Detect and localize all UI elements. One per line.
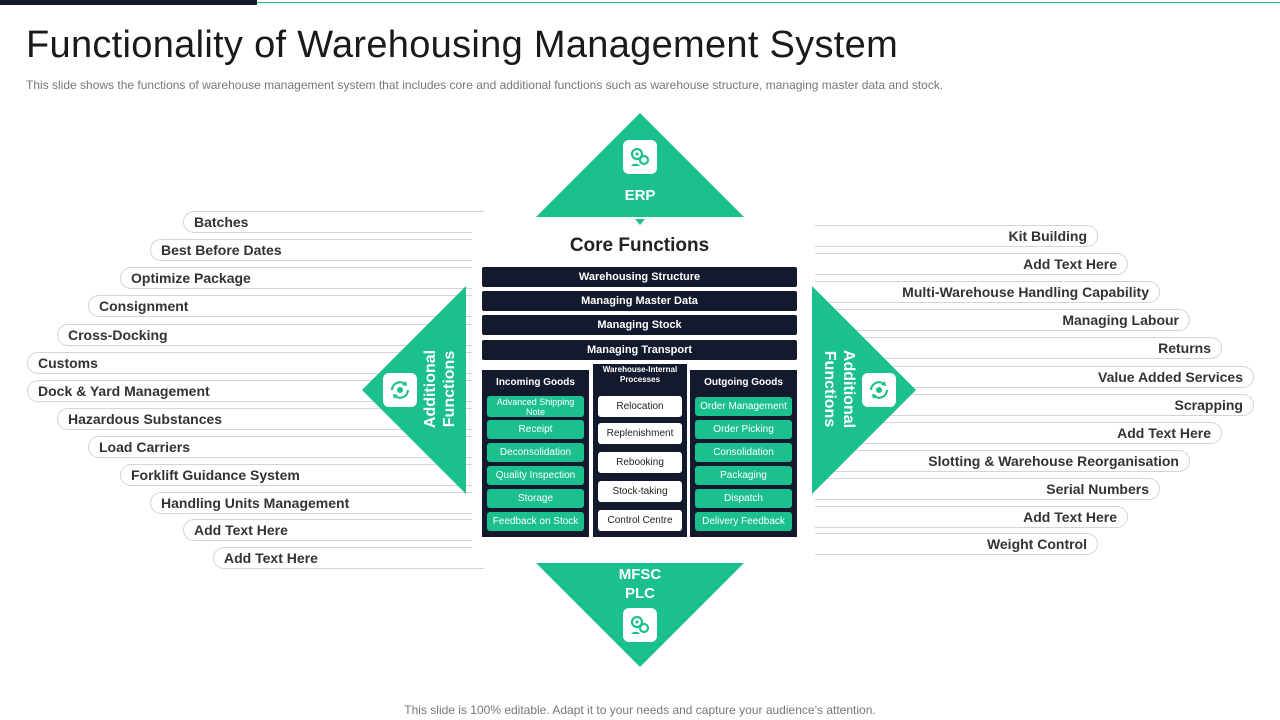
right-label-line2: Functions bbox=[821, 350, 838, 428]
outgoing-item: Order Picking bbox=[695, 420, 792, 439]
page-subtitle: This slide shows the functions of wareho… bbox=[26, 78, 944, 92]
right-item: Weight Control bbox=[815, 533, 1098, 555]
internal-processes-title: Warehouse-Internal Processes bbox=[602, 365, 678, 384]
internal-item: Rebooking bbox=[598, 452, 682, 473]
core-bar: Warehousing Structure bbox=[482, 267, 797, 287]
left-label-line2: Functions bbox=[441, 350, 458, 428]
incoming-item: Quality Inspection bbox=[487, 466, 584, 485]
mfsc-icon-box bbox=[623, 608, 657, 642]
right-label-line1: Additional bbox=[840, 349, 857, 429]
right-additional-label: Additional Functions bbox=[820, 314, 858, 464]
outgoing-item: Packaging bbox=[695, 466, 792, 485]
outgoing-item: Dispatch bbox=[695, 489, 792, 508]
core-bar: Managing Transport bbox=[482, 340, 797, 360]
right-item: Scrapping bbox=[815, 394, 1254, 416]
right-item: Add Text Here bbox=[815, 253, 1128, 275]
left-item: Optimize Package bbox=[120, 267, 484, 289]
outgoing-item: Order Management bbox=[695, 397, 792, 416]
left-item: Best Before Dates bbox=[150, 239, 484, 261]
incoming-item: Deconsolidation bbox=[487, 443, 584, 462]
internal-processes-column: Warehouse-Internal Processes Relocation … bbox=[593, 364, 687, 537]
page-title: Functionality of Warehousing Management … bbox=[26, 24, 899, 66]
outgoing-item: Delivery Feedback bbox=[695, 512, 792, 531]
left-item: Add Text Here bbox=[213, 547, 484, 569]
internal-item: Replenishment bbox=[598, 423, 682, 444]
mfsc-label: MFSC PLC bbox=[590, 565, 690, 603]
top-accent-line bbox=[257, 2, 1280, 3]
right-item: Add Text Here bbox=[815, 422, 1222, 444]
incoming-goods-title: Incoming Goods bbox=[496, 377, 575, 388]
right-icon-box bbox=[862, 373, 896, 407]
outgoing-goods-title: Outgoing Goods bbox=[704, 377, 783, 388]
left-icon-box bbox=[383, 373, 417, 407]
right-item: Kit Building bbox=[815, 225, 1098, 247]
right-item: Returns bbox=[815, 337, 1222, 359]
core-bar: Managing Master Data bbox=[482, 291, 797, 311]
internal-item: Relocation bbox=[598, 396, 682, 417]
mfsc-label-line: MFSC bbox=[618, 566, 662, 583]
erp-icon-box bbox=[623, 140, 657, 174]
internal-item: Stock-taking bbox=[598, 481, 682, 502]
erp-label: ERP bbox=[624, 187, 656, 204]
plc-label-line: PLC bbox=[625, 585, 655, 602]
cycle-gear-icon bbox=[390, 381, 410, 399]
top-accent-bar bbox=[0, 0, 257, 5]
erp-pointer bbox=[635, 219, 645, 225]
incoming-item: Feedback on Stock bbox=[487, 512, 584, 531]
core-bar: Managing Stock bbox=[482, 315, 797, 335]
left-item: Add Text Here bbox=[183, 519, 484, 541]
left-label-line1: Additional bbox=[422, 349, 439, 429]
core-functions-title: Core Functions bbox=[569, 235, 710, 256]
outgoing-item: Consolidation bbox=[695, 443, 792, 462]
footer-note: This slide is 100% editable. Adapt it to… bbox=[404, 703, 876, 717]
outgoing-goods-column: Outgoing Goods Order Management Order Pi… bbox=[690, 370, 797, 537]
left-item: Batches bbox=[183, 211, 484, 233]
internal-item: Control Centre bbox=[598, 510, 682, 531]
gear-people-icon bbox=[630, 615, 650, 634]
cycle-gear-icon bbox=[869, 381, 889, 399]
incoming-item: Advanced Shipping Note bbox=[487, 396, 584, 417]
left-additional-label: Additional Functions bbox=[421, 314, 459, 464]
incoming-item: Storage bbox=[487, 489, 584, 508]
left-item: Handling Units Management bbox=[150, 492, 484, 514]
incoming-goods-column: Incoming Goods Advanced Shipping Note Re… bbox=[482, 370, 589, 537]
right-item: Add Text Here bbox=[815, 506, 1128, 528]
right-item: Value Added Services bbox=[815, 366, 1254, 388]
incoming-item: Receipt bbox=[487, 420, 584, 439]
gear-people-icon bbox=[630, 147, 650, 166]
